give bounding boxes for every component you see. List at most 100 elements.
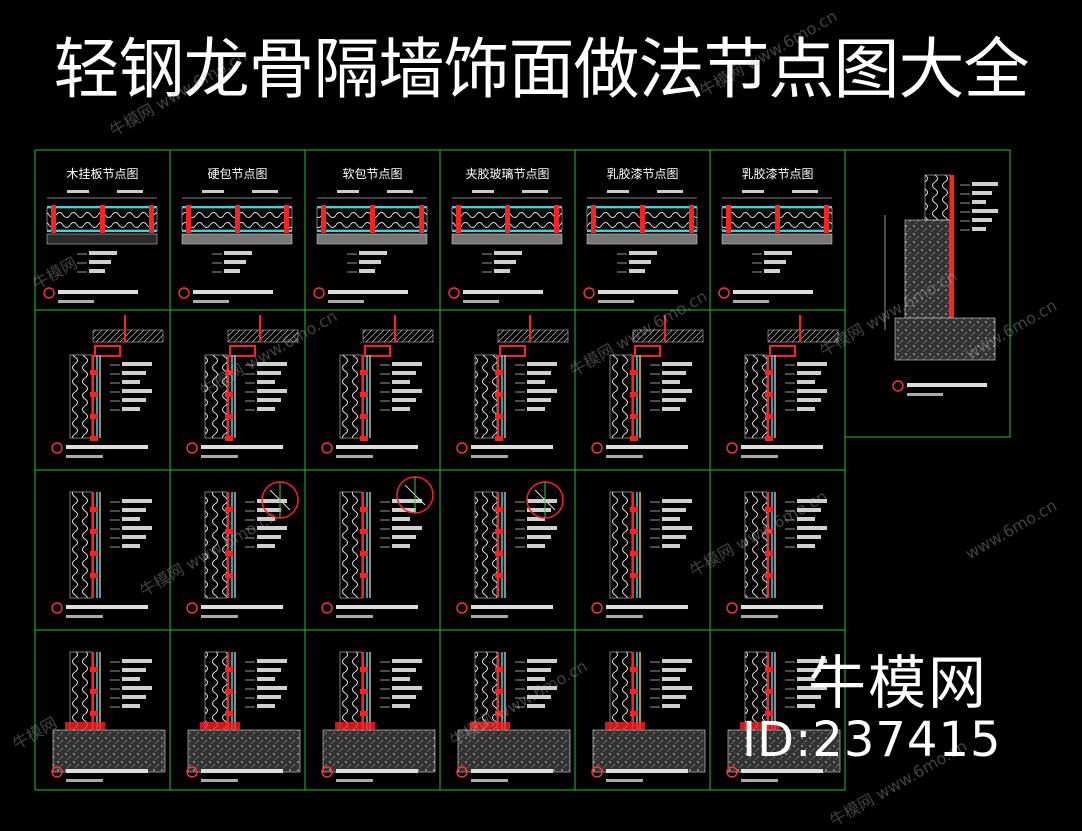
column-title-laminated-glass: 夹胶玻璃节点图 <box>465 167 550 181</box>
insulation-layer <box>474 491 498 599</box>
dimension-text <box>792 190 818 193</box>
note-text <box>257 407 275 411</box>
note-text <box>662 499 692 503</box>
vertical-section-detail <box>186 651 301 782</box>
enlarged-detail-callout <box>261 481 299 519</box>
fastener <box>360 667 368 672</box>
ceiling-section <box>92 329 164 343</box>
caption-subtext <box>201 779 238 782</box>
detail-callout-icon <box>186 602 198 614</box>
note-text <box>527 526 557 530</box>
floor-slab <box>727 729 841 773</box>
note-text <box>662 659 692 663</box>
note-text <box>392 659 422 663</box>
column-title-latex-paint-a: 乳胶漆节点图 <box>606 167 679 181</box>
note-text <box>527 398 551 402</box>
note-text <box>662 508 686 512</box>
note-text <box>89 260 111 264</box>
note-text <box>972 182 998 186</box>
note-text <box>392 695 416 699</box>
note-text <box>764 269 780 273</box>
caption-text <box>606 445 688 449</box>
note-text <box>764 260 786 264</box>
note-text <box>797 371 821 375</box>
note-text <box>257 668 281 672</box>
fastener <box>630 392 638 397</box>
top-track <box>499 345 526 357</box>
fastener <box>765 529 773 534</box>
vertical-section-detail <box>51 315 164 458</box>
note-text <box>662 380 680 384</box>
note-text <box>122 380 140 384</box>
fastener <box>765 414 773 419</box>
caption-text <box>201 445 283 449</box>
detail-callout-icon <box>321 442 333 454</box>
note-text <box>797 526 827 530</box>
fastener <box>360 436 368 441</box>
note-text <box>392 371 416 375</box>
floor-slab <box>592 729 706 773</box>
fastener <box>225 529 233 534</box>
note-text <box>662 526 692 530</box>
note-text <box>527 362 557 366</box>
caption-text <box>733 290 813 294</box>
note-text <box>257 371 281 375</box>
caption-subtext <box>58 300 94 303</box>
note-text <box>257 535 281 539</box>
note-text <box>662 407 680 411</box>
caption-subtext <box>606 455 643 458</box>
fastener <box>630 667 638 672</box>
steel-stud <box>100 205 105 233</box>
fastener <box>90 573 98 578</box>
fastener <box>765 667 773 672</box>
ceiling-section <box>497 329 569 343</box>
vertical-section-detail <box>456 315 569 458</box>
fastener <box>765 392 773 397</box>
steel-stud <box>370 205 375 233</box>
fastener <box>360 551 368 556</box>
drawing-id: ID:237415 <box>742 712 1002 768</box>
fastener <box>630 551 638 556</box>
note-text <box>972 209 998 213</box>
top-track <box>94 345 121 357</box>
insulation-layer <box>69 354 93 439</box>
note-text <box>392 517 410 521</box>
fastener <box>90 414 98 419</box>
caption-text <box>201 605 283 609</box>
fastener <box>225 711 233 716</box>
caption-subtext <box>336 615 373 618</box>
bottom-track <box>65 722 105 730</box>
caption-text <box>328 290 408 294</box>
note-text <box>257 499 287 503</box>
insulation-layer <box>609 354 633 439</box>
caption-subtext <box>201 455 238 458</box>
vertical-section-detail <box>321 491 422 618</box>
caption-subtext <box>471 779 508 782</box>
note-text <box>122 499 152 503</box>
steel-stud <box>591 205 596 233</box>
note-text <box>797 380 815 384</box>
note-text <box>797 677 815 681</box>
steel-stud <box>284 205 289 233</box>
note-text <box>359 269 375 273</box>
fastener <box>225 667 233 672</box>
caption-text <box>201 769 283 773</box>
insulation-layer <box>924 174 951 221</box>
steel-stud <box>51 205 56 233</box>
note-text <box>797 407 815 411</box>
note-text <box>122 398 146 402</box>
caption-text <box>606 605 688 609</box>
column-title-hard-pack: 硬包节点图 <box>207 167 268 181</box>
caption-text <box>58 290 138 294</box>
caption-text <box>907 383 987 387</box>
fastener <box>90 507 98 512</box>
dimension-text <box>67 190 89 193</box>
caption-subtext <box>193 300 229 303</box>
caption-text <box>66 605 148 609</box>
caption-subtext <box>336 779 373 782</box>
note-text <box>122 371 146 375</box>
note-text <box>797 398 821 402</box>
fastener <box>630 507 638 512</box>
note-text <box>122 362 152 366</box>
caption-subtext <box>66 455 103 458</box>
